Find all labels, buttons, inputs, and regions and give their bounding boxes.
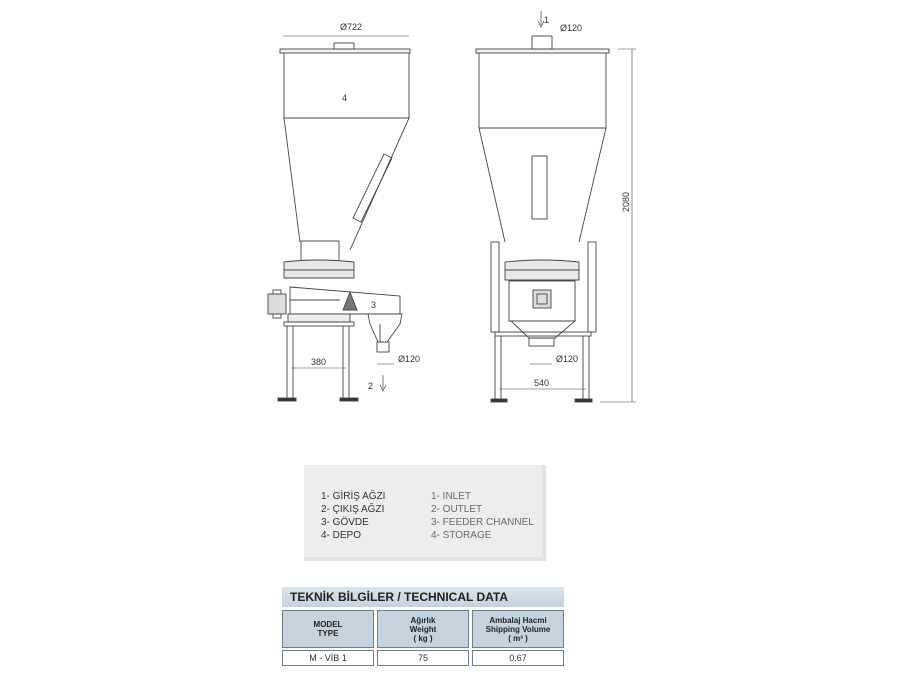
header-weight: Ağırlık Weight ( kg ) bbox=[377, 610, 469, 648]
header-line: ( kg ) bbox=[413, 633, 433, 643]
cell-model: M - VİB 1 bbox=[282, 650, 374, 666]
dim-inlet-diameter: Ø120 bbox=[560, 23, 582, 33]
callout-storage: 4 bbox=[342, 93, 347, 103]
cell-weight: 75 bbox=[377, 650, 469, 666]
front-view bbox=[475, 11, 636, 403]
dim-total-height: 2080 bbox=[621, 192, 631, 212]
header-line: ( m³ ) bbox=[508, 633, 528, 643]
callout-inlet: 1 bbox=[544, 15, 549, 25]
header-line: TYPE bbox=[317, 629, 339, 638]
cell-shipping-volume: 0.67 bbox=[472, 650, 564, 666]
header-model: MODEL TYPE bbox=[282, 610, 374, 648]
legend-item: 2- OUTLET bbox=[431, 504, 483, 515]
dim-outlet-diameter-front: Ø120 bbox=[556, 354, 578, 364]
dim-leg-span-front: 540 bbox=[534, 378, 549, 388]
legend-item: 4- DEPO bbox=[321, 530, 362, 541]
legend-item: 2- ÇIKIŞ AĞZI bbox=[321, 504, 385, 515]
legend-panel: 1- GİRİŞ AĞZI 2- ÇIKIŞ AĞZI 3- GÖVDE 4- … bbox=[304, 465, 546, 561]
header-line: Weight bbox=[409, 624, 437, 634]
header-line: MODEL bbox=[313, 620, 343, 629]
header-line: Shipping Volume bbox=[485, 624, 551, 634]
legend-item: 3- GÖVDE bbox=[321, 517, 369, 528]
legend-item: 3- FEEDER CHANNEL bbox=[431, 517, 534, 528]
legend-item: 1- INLET bbox=[431, 491, 472, 502]
legend-english: 1- INLET 2- OUTLET 3- FEEDER CHANNEL 4- … bbox=[431, 490, 534, 542]
side-view bbox=[267, 35, 411, 402]
technical-drawing: Ø722 Ø120 380 Ø120 Ø120 540 2080 4 3 2 1 bbox=[267, 11, 636, 403]
technical-data-title: TEKNİK BİLGİLER / TECHNICAL DATA bbox=[282, 587, 564, 607]
callout-outlet: 2 bbox=[368, 381, 373, 391]
dim-leg-span-side: 380 bbox=[311, 357, 326, 367]
legend-turkish: 1- GİRİŞ AĞZI 2- ÇIKIŞ AĞZI 3- GÖVDE 4- … bbox=[321, 490, 385, 542]
dim-hopper-diameter: Ø722 bbox=[340, 22, 362, 32]
dim-outlet-diameter-side: Ø120 bbox=[398, 354, 420, 364]
header-shipping-volume: Ambalaj Hacmi Shipping Volume ( m³ ) bbox=[472, 610, 564, 648]
legend-item: 1- GİRİŞ AĞZI bbox=[321, 491, 386, 502]
header-line: Ağırlık bbox=[410, 615, 436, 625]
header-line: Ambalaj Hacmi bbox=[489, 615, 547, 625]
legend-item: 4- STORAGE bbox=[431, 530, 492, 541]
callout-feeder-channel: 3 bbox=[371, 300, 376, 310]
